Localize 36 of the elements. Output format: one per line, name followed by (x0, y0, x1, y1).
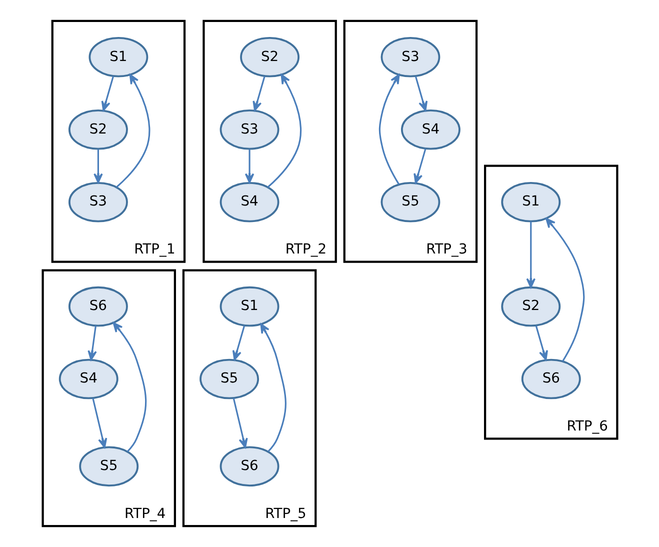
node-ellipse: S2 (240, 37, 300, 78)
node-ellipse: S3 (68, 182, 128, 222)
node-ellipse: S4 (219, 182, 279, 222)
node-ellipse: S5 (380, 182, 440, 222)
arrow (93, 149, 102, 184)
node-ellipse: S6 (520, 358, 580, 400)
node-ellipse: S6 (219, 446, 279, 487)
node-ellipse: S1 (88, 37, 148, 78)
node-ellipse: S2 (68, 109, 128, 150)
arrow (100, 76, 114, 112)
arrow (232, 326, 245, 360)
node-ellipse: S2 (500, 286, 560, 327)
node-ellipse: S1 (500, 182, 560, 222)
node-ellipse: S5 (199, 358, 259, 400)
arrow (545, 218, 584, 362)
node-ellipse: S5 (78, 446, 138, 487)
arrow (534, 326, 548, 360)
arrow (92, 398, 107, 448)
arrow (112, 322, 146, 452)
arrow (414, 76, 428, 112)
node-ellipse: S4 (58, 358, 118, 400)
node-ellipse: S4 (400, 109, 460, 150)
arrow (413, 148, 426, 184)
node-ellipse: S1 (219, 286, 279, 327)
node-ellipse: S6 (68, 286, 128, 327)
arrow (266, 74, 302, 188)
node-ellipse: S3 (380, 37, 440, 78)
arrow (526, 221, 536, 288)
arrow (115, 74, 150, 188)
arrow (252, 76, 265, 112)
node-ellipse: S3 (219, 109, 279, 150)
arrow (87, 326, 96, 360)
arrow (260, 323, 286, 452)
arrow (232, 398, 248, 448)
arrow (378, 74, 400, 185)
arrow (244, 149, 254, 184)
